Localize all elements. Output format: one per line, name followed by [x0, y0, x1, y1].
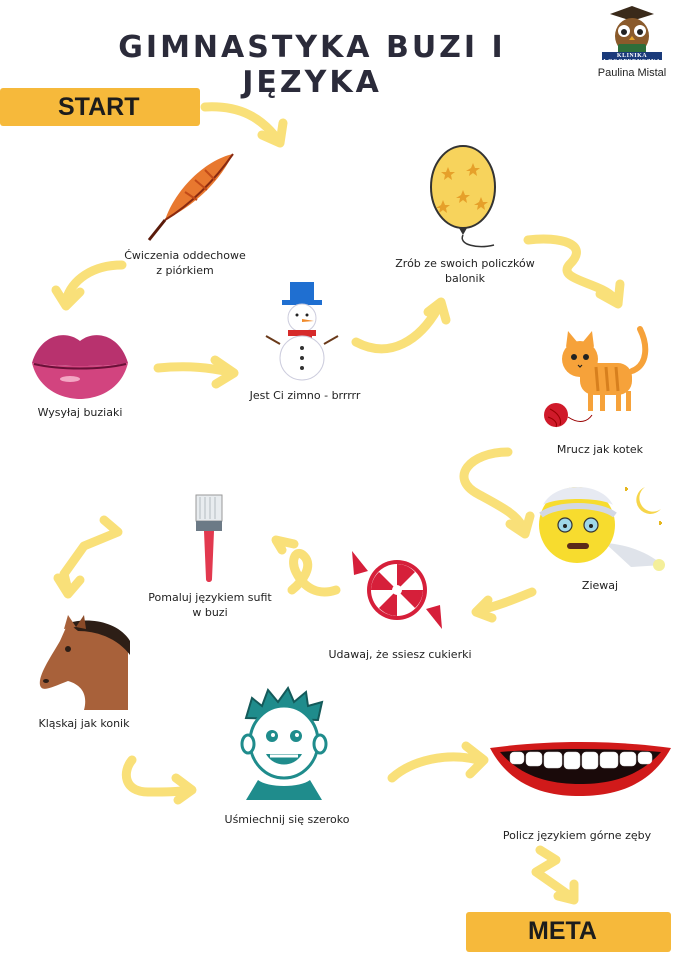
author-name: Paulina Mistal: [597, 67, 667, 79]
step-label-snowman: Jest Ci zimno - brrrrr: [249, 389, 361, 402]
arrow-lips-to-snowman: [153, 355, 239, 389]
lips-icon: [32, 335, 128, 399]
step-lips: [30, 325, 130, 401]
step-label-cat: Mrucz jak kotek: [556, 443, 644, 456]
arrow-candy-to-brush: [271, 535, 341, 597]
step-label-yawn: Ziewaj: [581, 579, 619, 592]
arrow-teeth-to-meta: [531, 845, 579, 905]
start-banner: START: [0, 88, 200, 126]
step-paintbrush: [190, 494, 230, 585]
arrow-feather-to-lips: [51, 260, 127, 311]
arrow-yawn-to-candy: [471, 587, 537, 623]
feather-icon: [147, 153, 234, 241]
step-label-teeth: Policz językiem górne zęby: [502, 829, 652, 842]
balloon-icon: [430, 145, 496, 248]
step-label-horse: Kląskaj jak konik: [38, 717, 130, 730]
cat-icon: [544, 326, 649, 428]
clinic-name: KLINIKA LOGOPEDYCZNA: [603, 53, 661, 65]
yawn-face-icon: [539, 487, 665, 571]
arrow-cat-to-yawn: [459, 447, 535, 539]
arrow-horse-to-boy: [121, 755, 197, 805]
arrow-down-left-to-horse: [53, 515, 123, 599]
smile-teeth-icon: [490, 742, 671, 796]
page-title: GIMNASTYKA BUZI I JĘZYKA: [118, 30, 506, 100]
arrow-snowman-to-balloon: [351, 297, 451, 354]
end-banner: META: [466, 912, 671, 952]
step-label-lips: Wysyłaj buziaki: [37, 406, 123, 419]
step-balloon: [428, 145, 508, 255]
snowman-icon: [265, 282, 339, 381]
clinic-logo: KLINIKA LOGOPEDYCZNA Paulina Mistal: [590, 6, 674, 86]
step-cat: [540, 325, 650, 435]
step-label-balloon: Zrób ze swoich policzków balonik: [395, 257, 535, 285]
step-teeth: [488, 738, 673, 798]
step-candy: [350, 545, 445, 635]
start-label: START: [58, 93, 140, 121]
owl-icon: [602, 6, 662, 60]
paintbrush-icon: [195, 494, 223, 582]
arrow-boy-to-teeth: [387, 741, 489, 783]
candy-icon: [352, 551, 442, 629]
step-label-paintbrush: Pomaluj językiem sufit w buzi: [148, 591, 272, 619]
step-horse: [38, 615, 130, 710]
arrow-start-to-feather: [200, 102, 288, 148]
step-feather: [145, 150, 240, 245]
step-boy: [238, 685, 330, 803]
step-snowman: [262, 282, 342, 382]
step-label-boy: Uśmiechnij się szeroko: [224, 813, 350, 826]
end-label: META: [528, 917, 597, 945]
step-label-feather: Ćwiczenia oddechowe z piórkiem: [124, 249, 246, 277]
step-label-candy: Udawaj, że ssiesz cukierki: [328, 648, 472, 661]
step-yawn: [535, 475, 670, 575]
smiling-boy-icon: [240, 685, 328, 800]
arrow-balloon-to-cat: [523, 234, 625, 309]
horse-icon: [39, 615, 130, 710]
